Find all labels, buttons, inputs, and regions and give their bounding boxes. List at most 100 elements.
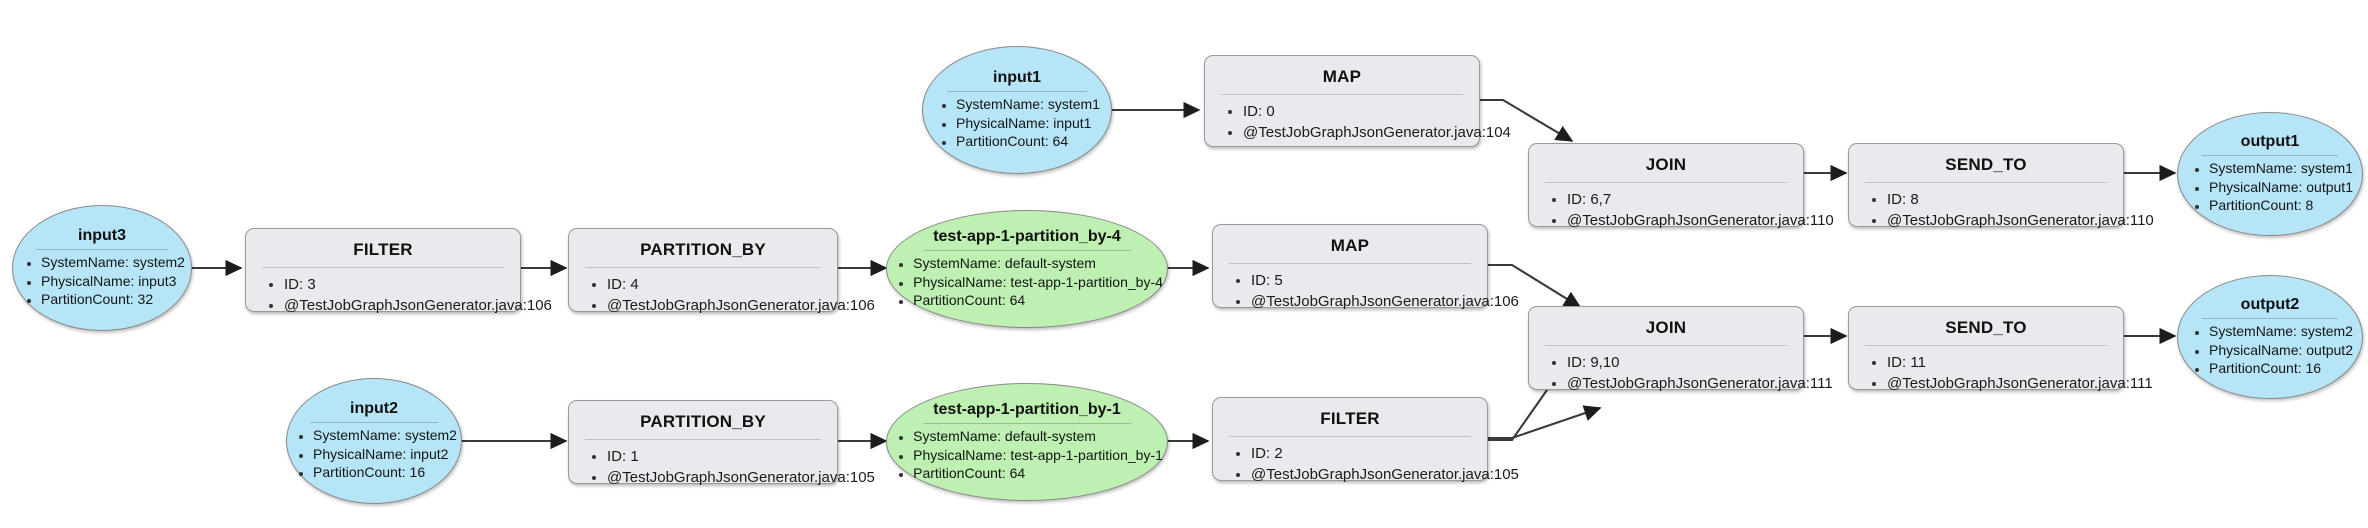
node-detail: PhysicalName: input2 <box>313 445 457 464</box>
node-divider <box>1865 345 2107 346</box>
node-divider <box>1229 263 1471 264</box>
node-details: SystemName: system2 PhysicalName: input3… <box>19 253 185 309</box>
node-title: PARTITION_BY <box>640 412 766 431</box>
node-details: SystemName: system1 PhysicalName: input1… <box>934 95 1100 151</box>
node-detail: ID: 0 <box>1243 102 1469 123</box>
node-title: output2 <box>2240 295 2300 313</box>
node-title: input3 <box>78 226 126 244</box>
node-divider <box>1545 345 1787 346</box>
node-output1[interactable]: output1 SystemName: system1 PhysicalName… <box>2177 112 2363 236</box>
node-details: SystemName: default-system PhysicalName:… <box>891 254 1163 310</box>
node-detail: @TestJobGraphJsonGenerator.java:105 <box>1251 465 1519 486</box>
node-map-0[interactable]: MAP ID: 0 @TestJobGraphJsonGenerator.jav… <box>1204 55 1511 147</box>
node-divider <box>1229 436 1471 437</box>
node-detail: @TestJobGraphJsonGenerator.java:106 <box>284 296 552 317</box>
node-details: SystemName: system2 PhysicalName: input2… <box>291 426 457 482</box>
node-detail: SystemName: system1 <box>956 95 1100 114</box>
node-send-to-11[interactable]: SEND_TO ID: 11 @TestJobGraphJsonGenerato… <box>1848 306 2153 392</box>
node-detail: SystemName: system1 <box>2209 159 2353 178</box>
node-join-910[interactable]: JOIN ID: 9,10 @TestJobGraphJsonGenerator… <box>1528 306 1833 392</box>
node-divider <box>262 267 504 268</box>
node-join-67[interactable]: JOIN ID: 6,7 @TestJobGraphJsonGenerator.… <box>1528 143 1834 229</box>
node-divider <box>923 422 1131 424</box>
node-detail: PhysicalName: output1 <box>2209 178 2353 197</box>
node-output2[interactable]: output2 SystemName: system2 PhysicalName… <box>2177 275 2363 399</box>
node-divider <box>585 267 821 268</box>
node-detail: @TestJobGraphJsonGenerator.java:110 <box>1567 211 1834 232</box>
node-detail: PhysicalName: input3 <box>41 272 185 291</box>
node-divider <box>585 439 821 440</box>
node-detail: ID: 1 <box>607 447 827 468</box>
node-detail: @TestJobGraphJsonGenerator.java:106 <box>1251 292 1519 313</box>
node-detail: PartitionCount: 64 <box>913 464 1163 483</box>
node-detail: ID: 4 <box>607 275 827 296</box>
node-stream-partition-by-1[interactable]: test-app-1-partition_by-1 SystemName: de… <box>886 383 1168 501</box>
node-title: output1 <box>2240 132 2300 150</box>
node-filter-3[interactable]: FILTER ID: 3 @TestJobGraphJsonGenerator.… <box>245 228 552 314</box>
node-divider <box>1221 94 1463 95</box>
node-detail: PartitionCount: 16 <box>2209 359 2353 378</box>
node-input2[interactable]: input2 SystemName: system2 PhysicalName:… <box>286 378 462 504</box>
node-detail: @TestJobGraphJsonGenerator.java:111 <box>1887 374 2153 395</box>
node-title: FILTER <box>1320 409 1380 428</box>
node-divider <box>309 421 439 423</box>
node-divider <box>923 249 1131 251</box>
node-details: ID: 4 @TestJobGraphJsonGenerator.java:10… <box>569 268 875 324</box>
edge-filter2-join910 <box>1487 405 1602 440</box>
node-title: input1 <box>993 68 1041 86</box>
node-partition-by-1[interactable]: PARTITION_BY ID: 1 @TestJobGraphJsonGene… <box>568 400 875 486</box>
node-detail: PhysicalName: test-app-1-partition_by-4 <box>913 273 1163 292</box>
node-title: JOIN <box>1645 155 1687 174</box>
node-details: ID: 8 @TestJobGraphJsonGenerator.java:11… <box>1849 183 2154 239</box>
node-detail: SystemName: default-system <box>913 427 1163 446</box>
node-divider <box>2201 317 2339 319</box>
node-detail: ID: 11 <box>1887 353 2113 374</box>
node-title: MAP <box>1322 67 1362 86</box>
node-details: ID: 5 @TestJobGraphJsonGenerator.java:10… <box>1213 264 1519 320</box>
node-detail: PartitionCount: 64 <box>956 132 1100 151</box>
node-detail: ID: 9,10 <box>1567 353 1793 374</box>
node-map-5[interactable]: MAP ID: 5 @TestJobGraphJsonGenerator.jav… <box>1212 224 1519 310</box>
node-divider <box>1545 182 1787 183</box>
node-detail: @TestJobGraphJsonGenerator.java:105 <box>607 468 875 489</box>
node-title: test-app-1-partition_by-1 <box>933 400 1121 418</box>
node-details: SystemName: system1 PhysicalName: output… <box>2187 159 2353 215</box>
node-divider <box>947 90 1087 92</box>
node-filter-2[interactable]: FILTER ID: 2 @TestJobGraphJsonGenerator.… <box>1212 397 1519 483</box>
node-detail: ID: 8 <box>1887 190 2113 211</box>
node-detail: PartitionCount: 32 <box>41 290 185 309</box>
node-input3[interactable]: input3 SystemName: system2 PhysicalName:… <box>12 205 192 331</box>
node-divider <box>2201 154 2339 156</box>
node-detail: PartitionCount: 8 <box>2209 196 2353 215</box>
node-detail: SystemName: default-system <box>913 254 1163 273</box>
node-partition-by-4[interactable]: PARTITION_BY ID: 4 @TestJobGraphJsonGene… <box>568 228 875 314</box>
node-detail: PhysicalName: input1 <box>956 114 1100 133</box>
node-title: SEND_TO <box>1945 318 2027 337</box>
node-input1[interactable]: input1 SystemName: system1 PhysicalName:… <box>922 46 1112 174</box>
node-divider <box>36 248 168 250</box>
node-detail: SystemName: system2 <box>2209 322 2353 341</box>
node-detail: @TestJobGraphJsonGenerator.java:111 <box>1567 374 1833 395</box>
node-detail: PartitionCount: 64 <box>913 291 1163 310</box>
node-details: ID: 11 @TestJobGraphJsonGenerator.java:1… <box>1849 346 2153 402</box>
node-send-to-8[interactable]: SEND_TO ID: 8 @TestJobGraphJsonGenerator… <box>1848 143 2154 229</box>
node-detail: PartitionCount: 16 <box>313 463 457 482</box>
node-details: ID: 9,10 @TestJobGraphJsonGenerator.java… <box>1529 346 1833 402</box>
node-title: SEND_TO <box>1945 155 2027 174</box>
node-detail: SystemName: system2 <box>41 253 185 272</box>
node-detail: @TestJobGraphJsonGenerator.java:104 <box>1243 123 1511 144</box>
node-detail: @TestJobGraphJsonGenerator.java:110 <box>1887 211 2154 232</box>
node-title: test-app-1-partition_by-4 <box>933 227 1121 245</box>
node-details: ID: 2 @TestJobGraphJsonGenerator.java:10… <box>1213 437 1519 493</box>
node-title: PARTITION_BY <box>640 240 766 259</box>
node-title: JOIN <box>1645 318 1687 337</box>
node-details: ID: 3 @TestJobGraphJsonGenerator.java:10… <box>246 268 552 324</box>
node-title: FILTER <box>353 240 413 259</box>
node-detail: PhysicalName: output2 <box>2209 341 2353 360</box>
node-detail: ID: 6,7 <box>1567 190 1793 211</box>
node-details: ID: 6,7 @TestJobGraphJsonGenerator.java:… <box>1529 183 1834 239</box>
node-divider <box>1865 182 2107 183</box>
node-stream-partition-by-4[interactable]: test-app-1-partition_by-4 SystemName: de… <box>886 210 1168 328</box>
node-detail: @TestJobGraphJsonGenerator.java:106 <box>607 296 875 317</box>
